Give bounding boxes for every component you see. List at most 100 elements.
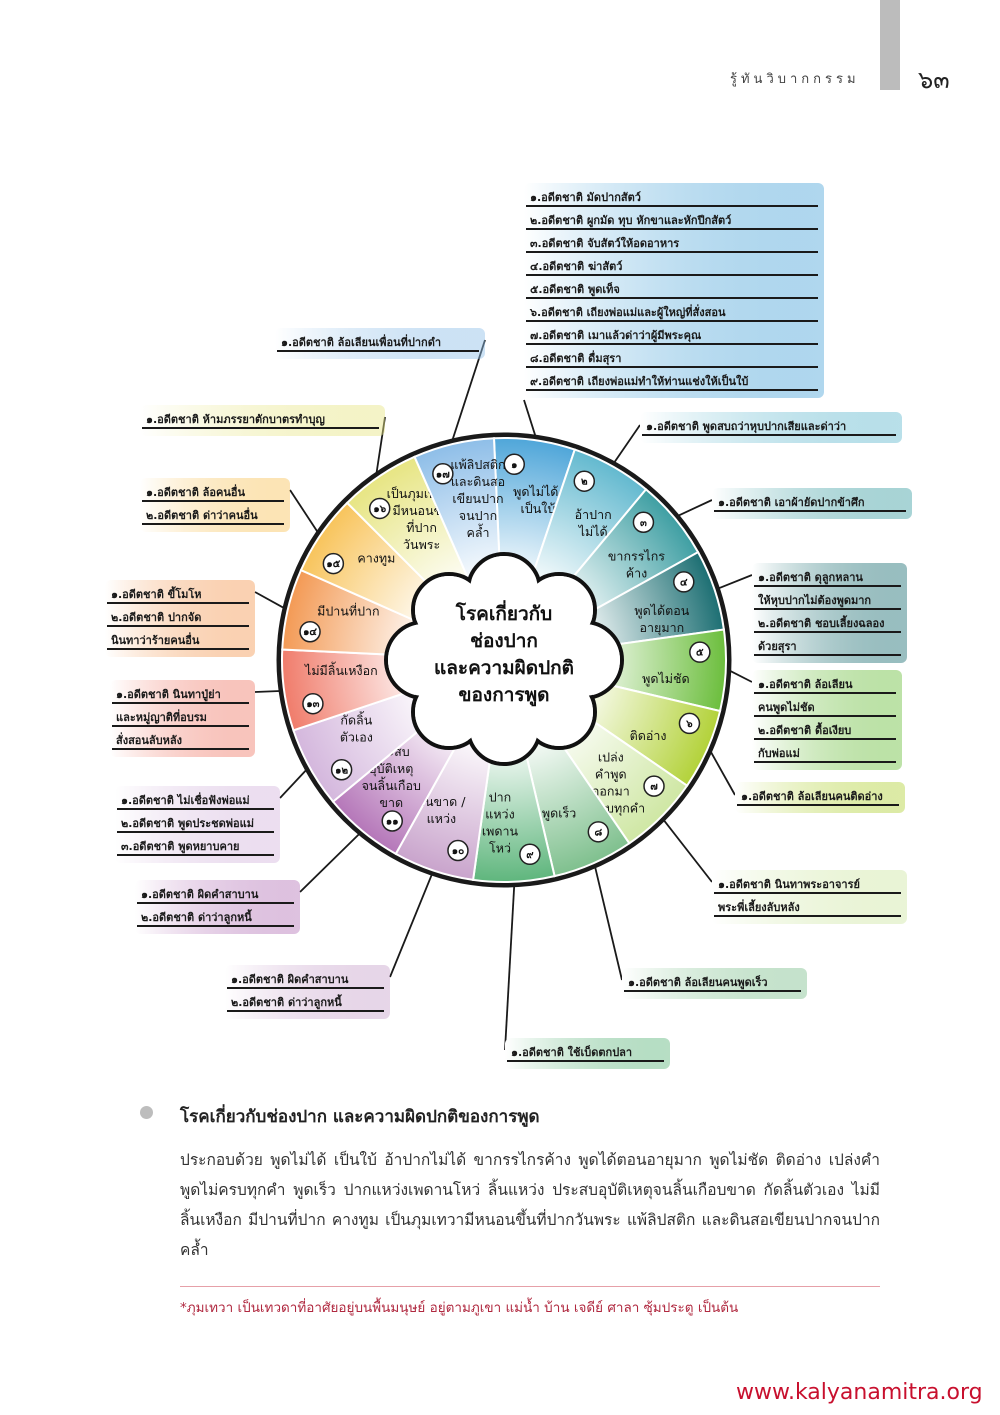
cause-text: ๒.อดีตชาติ ชอบเลี้ยงฉลอง xyxy=(758,615,885,630)
connector-line xyxy=(299,833,361,893)
cause-text: ๒.อดีตชาติ ดื้อเงียบ xyxy=(758,722,851,737)
cause-box xyxy=(110,680,255,757)
segment-label: เป็นใบ้ xyxy=(520,501,555,516)
segment-number: ๙ xyxy=(526,850,534,861)
segment-number: ๑๔ xyxy=(303,627,317,638)
cause-box xyxy=(712,870,907,924)
center-title: และความผิดปกติ xyxy=(434,657,574,679)
cause-text: ๑.อดีตชาติ ขี้โมโห xyxy=(111,586,202,601)
segment-label: พูดเร็ว xyxy=(542,805,576,821)
segment-number-badge xyxy=(678,712,701,735)
segment-number-badge xyxy=(519,843,541,866)
connector-lines xyxy=(254,339,753,1051)
cause-box xyxy=(752,563,907,663)
cause-text: ๗.อดีตชาติ เมาแล้วด่าว่าผู้มีพระคุณ xyxy=(530,329,702,343)
segment-label: แหว่ง xyxy=(485,806,514,821)
connector-line xyxy=(594,866,623,981)
segment-label: ติดอ่าง xyxy=(630,728,667,743)
cause-text: พระพี่เลี้ยงลับหลัง xyxy=(718,899,800,914)
website-link[interactable]: www.kalyanamitra.org xyxy=(736,1380,983,1405)
cause-box xyxy=(225,965,390,1019)
segment-number: ๑๒ xyxy=(335,765,348,776)
segment-number-badge xyxy=(302,692,324,715)
connector-line xyxy=(254,690,281,693)
segment-label: ปาก xyxy=(489,789,512,804)
cause-text: กับพ่อแม่ xyxy=(758,747,800,760)
cause-text: ด้วยสุรา xyxy=(758,640,797,654)
segment-label: อ้าปาก xyxy=(575,507,612,522)
center-title: โรคเกี่ยวกับ xyxy=(455,600,552,625)
segment-label: ขากรรไกร xyxy=(608,549,665,564)
segment-label: ค้าง xyxy=(626,566,647,581)
cause-text: ๑.อดีตชาติ ล้อเลียนคนติดอ่าง xyxy=(741,790,883,803)
connector-line xyxy=(677,499,713,517)
segment-label: เปล่ง xyxy=(598,750,624,765)
center-title: ของการพูด xyxy=(459,684,550,707)
segment-label: พูดไม่ชัด xyxy=(642,671,690,687)
section-bullet-icon xyxy=(140,1106,153,1119)
segment-label: อายุมาก xyxy=(639,620,684,636)
cause-text: ๓.อดีตชาติ จับสัตว์ให้อดอาหาร xyxy=(530,236,679,250)
connector-line xyxy=(662,819,713,883)
segment-label: ไม่ได้ xyxy=(578,524,608,539)
center-cloud: โรคเกี่ยวกับช่องปากและความผิดปกติของการพ… xyxy=(384,552,624,766)
segment-label: จนปาก xyxy=(459,508,497,523)
segment-number: ๘ xyxy=(594,827,602,838)
cause-text: ๙.อดีตชาติ เถียงพ่อแม่ทำให้ท่านแช่งให้เป… xyxy=(530,374,748,388)
cause-text: ๑.อดีตชาติ ผิดคำสาบาน xyxy=(141,888,259,901)
cause-text: ๒.อดีตชาติ ด่าว่าลูกหนี้ xyxy=(141,909,252,925)
header-title: รู้ทันวิบากกรรม xyxy=(730,72,860,87)
connector-line xyxy=(729,669,753,683)
segment-label: ลิ้นขาด / xyxy=(417,792,466,809)
header-decor-bar xyxy=(880,0,900,90)
cause-text: ๑.อดีตชาติ ไม่เชื่อฟังพ่อแม่ xyxy=(121,792,250,807)
cause-text: ๓.อดีตชาติ พูดหยาบคาย xyxy=(121,840,239,854)
connector-line xyxy=(523,399,537,437)
connector-line xyxy=(289,489,319,533)
footnote-divider xyxy=(180,1286,880,1287)
cause-box xyxy=(105,580,255,657)
cause-text: ๑.อดีตชาติ มัดปากสัตว์ xyxy=(530,191,641,204)
segment-label: ออกมา xyxy=(592,784,630,799)
cause-text: ๑.อดีตชาติ ล้อเลียน xyxy=(758,678,853,691)
cause-text: ๒.อดีตชาติ พูดประชดพ่อแม่ xyxy=(121,817,254,831)
segment-label: คำพูด xyxy=(595,767,627,783)
cause-text: ๒.อดีตชาติ ด่าว่าคนอื่น xyxy=(146,507,258,522)
segment-number: ๗ xyxy=(650,782,658,793)
connector-line xyxy=(718,574,753,590)
segment-number-badge xyxy=(503,453,526,476)
segment-label: วันพระ xyxy=(403,537,440,552)
segment-number-badge xyxy=(330,759,353,781)
connector-line xyxy=(254,591,285,609)
cause-text: และหมู่ญาติที่อบรม xyxy=(116,709,207,725)
segment-label: จนลิ้นเกือบ xyxy=(362,776,421,793)
segment-label: ที่ปาก xyxy=(406,519,437,535)
cause-box xyxy=(752,670,902,770)
cause-text: ๑.อดีตชาติ ดุลูกหลาน xyxy=(758,571,863,585)
segment-number-badge xyxy=(322,552,345,575)
segment-label: พูดไม่ได้/ xyxy=(513,484,563,500)
segment-number-badge xyxy=(689,641,711,663)
segment-number: ๓ xyxy=(640,518,647,529)
cause-text: ๘.อดีตชาติ ดื่มสุรา xyxy=(530,350,621,366)
segment-number: ๕ xyxy=(696,648,704,659)
segment-label: เพดาน xyxy=(482,823,519,838)
segment-number-badge xyxy=(587,821,610,843)
segment-label: มีปานที่ปาก xyxy=(317,603,380,619)
cause-text: ๑.อดีตชาติ ห้ามภรรยาตักบาตรทำบุญ xyxy=(146,413,325,427)
cause-text: ๑.อดีตชาติ ล้อคนอื่น xyxy=(146,484,246,499)
segment-number: ๑ xyxy=(511,460,517,471)
segment-number-badge xyxy=(381,810,403,832)
cause-text: นินทาว่าร้ายคนอื่น xyxy=(111,632,200,647)
cause-text: ๑.อดีตชาติ เอาผ้ายัดปากข้าศึก xyxy=(718,496,865,509)
segment-number: ๑๑ xyxy=(386,817,399,828)
cause-text: ๒.อดีตชาติ ปากจัด xyxy=(111,611,201,624)
segment-number: ๑๖ xyxy=(373,504,386,515)
center-title: ช่องปาก xyxy=(470,630,538,652)
segment-number: ๖ xyxy=(685,719,693,730)
cause-text: ๒.อดีตชาติ ด่าว่าลูกหนี้ xyxy=(231,994,342,1010)
cause-box xyxy=(140,478,290,532)
cause-text: ๑.อดีตชาติ ล้อเลียนเพื่อนที่ปากดำ xyxy=(281,334,441,349)
cause-text: ๒.อดีตชาติ ผูกมัด ทุบ หักขาและหักปีกสัตว… xyxy=(530,214,731,228)
cause-text: ๑.อดีตชาติ ผิดคำสาบาน xyxy=(231,973,349,986)
